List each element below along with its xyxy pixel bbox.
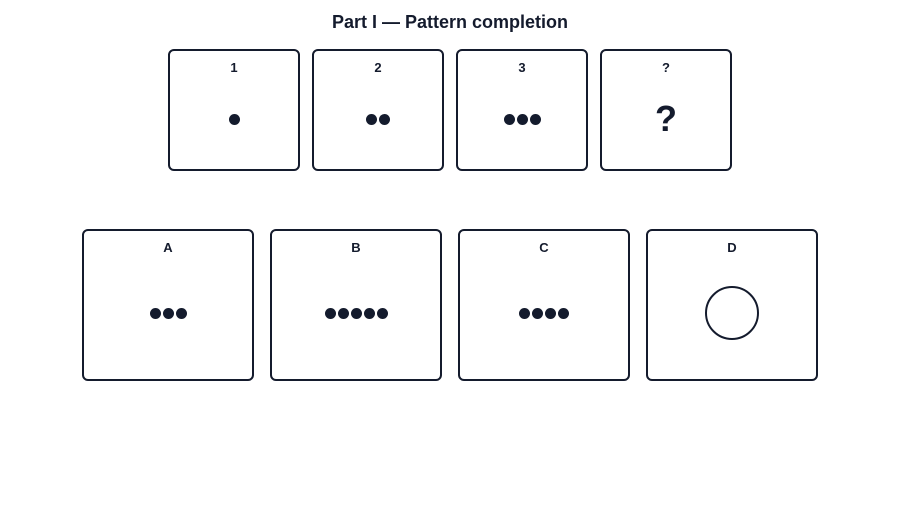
sequence-card-content: [458, 105, 586, 133]
dot: [162, 307, 174, 319]
option-label: B: [351, 240, 361, 255]
dot: [324, 307, 336, 319]
dot-group: [366, 113, 390, 125]
dot-group: [149, 307, 187, 319]
dot: [350, 307, 362, 319]
option-card-a[interactable]: A: [82, 229, 254, 381]
dot: [228, 113, 240, 125]
option-card-b[interactable]: B: [270, 229, 442, 381]
dot-group: [503, 113, 541, 125]
option-label: D: [727, 240, 737, 255]
dot-group: [519, 307, 569, 319]
option-card-content: [84, 283, 252, 343]
option-label: A: [163, 240, 173, 255]
sequence-card-label: 3: [518, 60, 526, 75]
dot-group: [324, 307, 388, 319]
sequence-card-1: 1: [168, 49, 300, 171]
option-card-c[interactable]: C: [458, 229, 630, 381]
dot: [337, 307, 349, 319]
sequence-card-label: 2: [374, 60, 382, 75]
question-mark-icon: ?: [655, 98, 677, 139]
sequence-card-content: [314, 105, 442, 133]
dot: [149, 307, 161, 319]
sequence-card-content: [170, 105, 298, 133]
sequence-card-label: 1: [230, 60, 238, 75]
sequence-card-2: 2: [312, 49, 444, 171]
dot: [545, 307, 556, 319]
dot: [532, 307, 543, 319]
option-card-content: [460, 283, 628, 343]
sequence-card-missing: ? ?: [600, 49, 732, 171]
dot: [558, 307, 569, 319]
dot: [175, 307, 187, 319]
dot: [519, 307, 530, 319]
dot: [516, 113, 528, 125]
option-card-d[interactable]: D: [646, 229, 818, 381]
dot: [363, 307, 375, 319]
sequence-card-label: ?: [662, 60, 670, 75]
circle-outline-icon: [705, 286, 759, 340]
dot: [379, 113, 390, 125]
dot: [366, 113, 377, 125]
option-card-content: [648, 283, 816, 343]
dot: [376, 307, 388, 319]
dot: [503, 113, 515, 125]
sequence-card-3: 3: [456, 49, 588, 171]
page-title: Part I — Pattern completion: [331, 12, 569, 32]
dot-group: [228, 113, 240, 125]
dot: [529, 113, 541, 125]
option-card-content: [272, 283, 440, 343]
option-label: C: [539, 240, 549, 255]
sequence-card-content: ?: [602, 99, 730, 139]
